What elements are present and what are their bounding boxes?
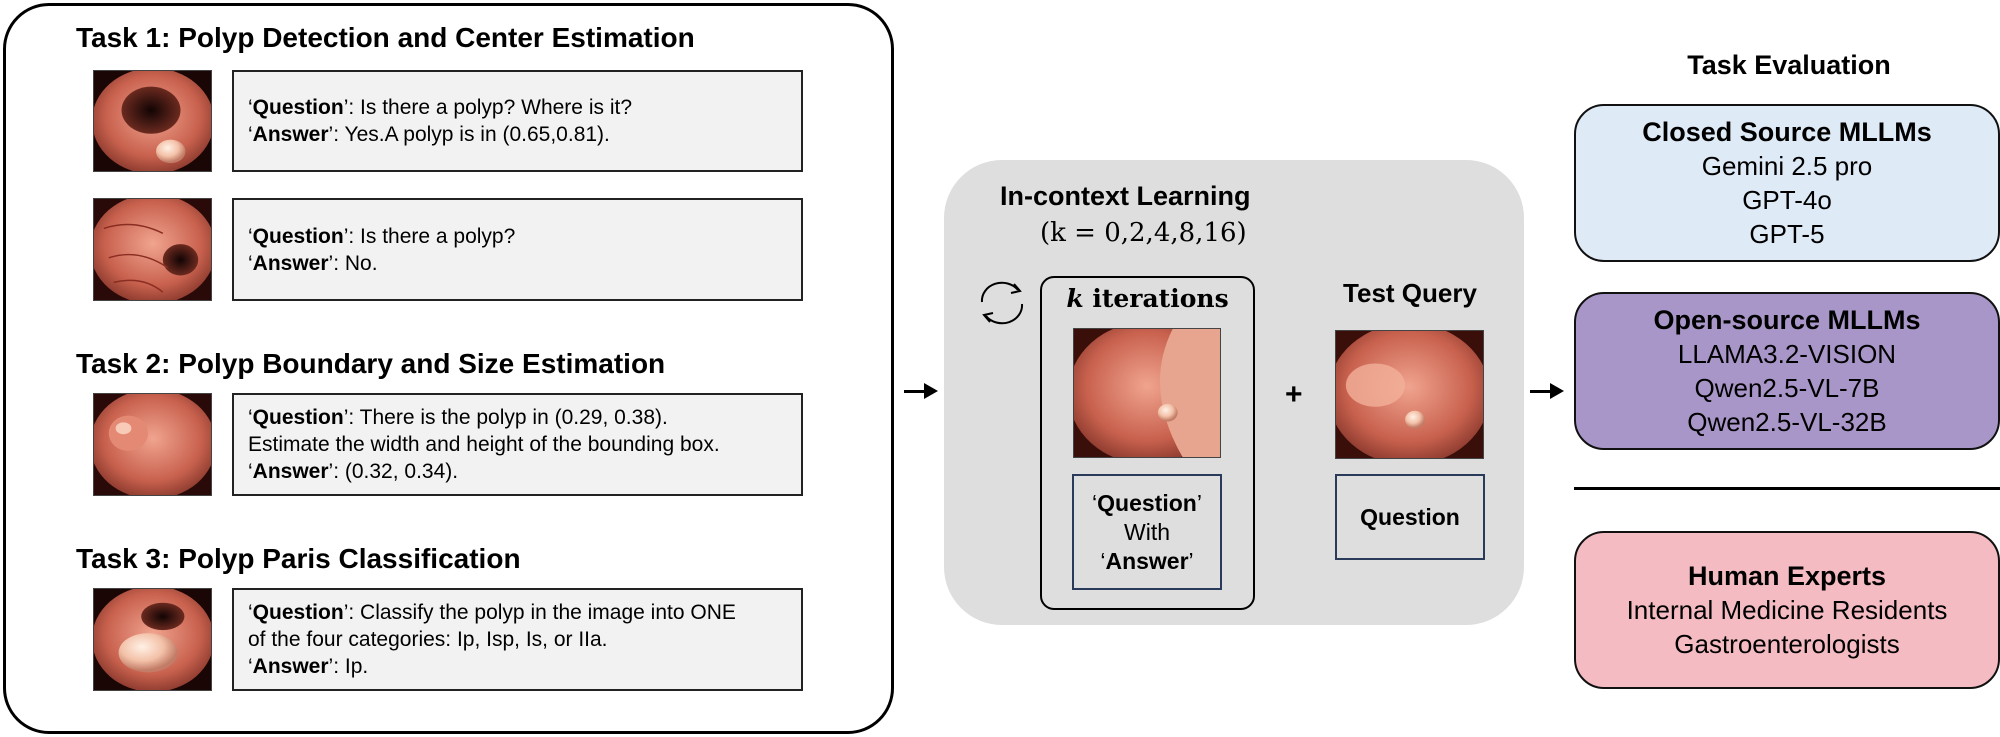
open-model-3: Qwen2.5-VL-32B <box>1687 407 1887 437</box>
human-group-2: Gastroenterologists <box>1674 629 1900 659</box>
open-model-1: LLAMA3.2-VISION <box>1677 339 1897 369</box>
question-text: : Is there a polyp? Where is it? <box>348 96 632 119</box>
arrow-to-icl <box>904 390 926 393</box>
task-1-example-2-image <box>93 198 212 301</box>
answer-label: Answer <box>252 655 329 678</box>
closed-model-3: GPT-5 <box>1749 219 1825 249</box>
icl-example-question: Question <box>1097 489 1197 516</box>
answer-label: Answer <box>252 123 329 146</box>
task-1-example-1-qa: ‘Question’: Is there a polyp? Where is i… <box>232 70 803 172</box>
divider <box>1574 487 2000 490</box>
question-text: : Classify the polyp in the image into O… <box>348 601 736 624</box>
icl-example-with: With <box>1124 518 1170 545</box>
closed-source-mllms-box: Closed Source MLLMs Gemini 2.5 pro GPT-4… <box>1574 104 2000 262</box>
test-query-question-box: Question <box>1335 474 1485 560</box>
task-1-title: Task 1: Polyp Detection and Center Estim… <box>76 22 695 53</box>
question-text: : There is the polyp in (0.29, 0.38). <box>348 406 668 429</box>
closed-model-2: GPT-4o <box>1742 185 1832 215</box>
test-query-image <box>1335 330 1484 459</box>
iterations-label: k iterations <box>1040 284 1255 313</box>
question-text-continued: Estimate the width and height of the bou… <box>248 433 720 456</box>
task-3-example-image <box>93 588 212 691</box>
iterations-k: k <box>1066 284 1084 313</box>
question-text: : Is there a polyp? <box>348 224 516 248</box>
answer-text: : No. <box>333 251 378 275</box>
icl-k-formula: (k = 0,2,4,8,16) <box>1040 218 1247 248</box>
answer-text: : Ip. <box>333 655 369 678</box>
human-experts-box: Human Experts Internal Medicine Resident… <box>1574 531 2000 689</box>
open-source-header: Open-source MLLMs <box>1653 305 1921 335</box>
answer-text: : Yes.A polyp is in (0.65,0.81). <box>333 123 610 146</box>
refresh-cycle-icon <box>974 278 1030 328</box>
task-2-title: Task 2: Polyp Boundary and Size Estimati… <box>76 348 666 379</box>
iterations-text: iterations <box>1083 284 1229 313</box>
open-source-mllms-box: Open-source MLLMs LLAMA3.2-VISION Qwen2.… <box>1574 292 2000 450</box>
plus-sign: + <box>1285 378 1303 411</box>
icl-example-question-box: ‘Question’ With ‘Answer’ <box>1072 474 1222 590</box>
question-label: Question <box>252 96 344 119</box>
arrow-to-evaluation <box>1530 390 1552 393</box>
task-2-example-image <box>93 393 212 496</box>
evaluation-title: Task Evaluation <box>1687 50 1891 80</box>
test-query-title: Test Query <box>1343 278 1477 308</box>
arrow-to-evaluation-head <box>1550 383 1564 399</box>
answer-text: : (0.32, 0.34). <box>333 460 459 483</box>
question-label: Question <box>252 224 344 248</box>
answer-label: Answer <box>252 251 329 275</box>
task-3-example-qa: ‘Question’: Classify the polyp in the im… <box>232 588 803 691</box>
arrow-to-icl-head <box>924 383 938 399</box>
task-3-title: Task 3: Polyp Paris Classification <box>76 543 521 574</box>
icl-example-image <box>1073 328 1221 458</box>
icl-example-answer: Answer <box>1105 547 1189 574</box>
closed-model-1: Gemini 2.5 pro <box>1701 151 1873 181</box>
question-label: Question <box>252 406 344 429</box>
open-model-2: Qwen2.5-VL-7B <box>1694 373 1880 403</box>
answer-label: Answer <box>252 460 329 483</box>
human-group-1: Internal Medicine Residents <box>1626 595 1948 625</box>
test-query-question: Question <box>1360 503 1460 530</box>
icl-title: In-context Learning <box>1000 181 1251 211</box>
human-experts-header: Human Experts <box>1687 561 1887 591</box>
question-label: Question <box>252 601 344 624</box>
question-text-continued: of the four categories: Ip, Isp, Is, or … <box>248 628 608 651</box>
task-1-example-1-image <box>93 70 212 172</box>
task-2-example-qa: ‘Question’: There is the polyp in (0.29,… <box>232 393 803 496</box>
task-1-example-2-qa: ‘Question’: Is there a polyp? ‘Answer’: … <box>232 198 803 301</box>
closed-source-header: Closed Source MLLMs <box>1642 117 1932 147</box>
